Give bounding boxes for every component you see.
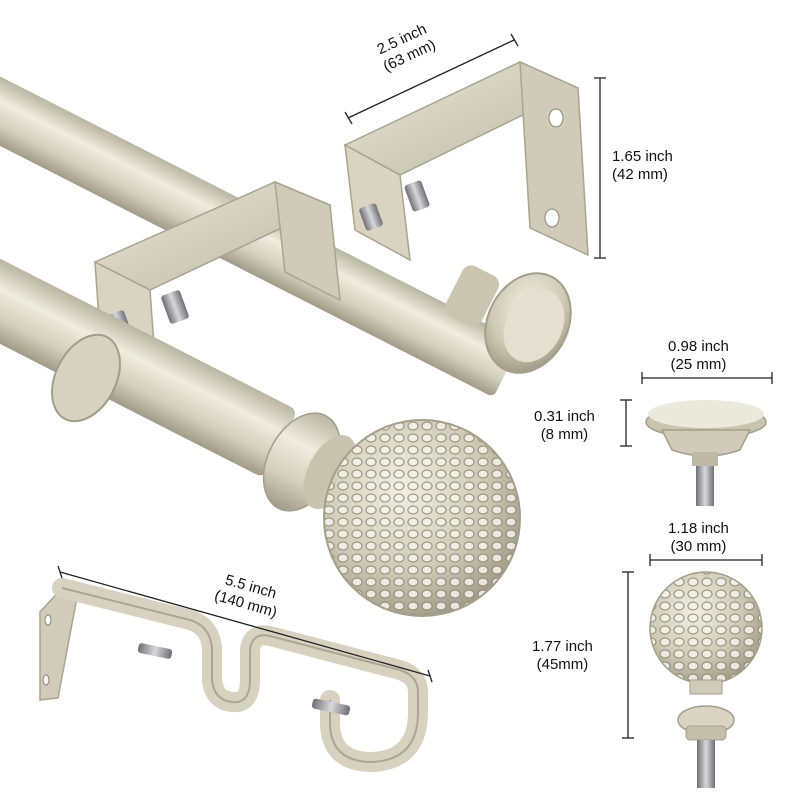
dimension-mm: (8 mm) — [540, 426, 589, 443]
dimension-inch: 1.77 inch — [532, 638, 593, 655]
dimension-mm: (30 mm) — [670, 538, 727, 555]
dimension-inch: 1.65 inch — [612, 148, 673, 165]
dimension-inch: 0.31 inch — [534, 408, 595, 425]
double-bracket — [39, 578, 428, 772]
dimension-inch: 0.98 inch — [668, 338, 729, 355]
dimension-mm: (45mm) — [536, 656, 589, 673]
front-rod-ball-finial — [262, 412, 521, 617]
dimension-lines — [57, 33, 773, 739]
dimension-mm: (25 mm) — [670, 356, 727, 373]
back-rod-flat-finial — [444, 265, 572, 374]
ball-finial — [649, 571, 763, 788]
bracket — [93, 60, 589, 362]
double-curtain-rod — [0, 60, 589, 617]
dimension-label-ball-finial-width: 1.18 inch (30 mm) — [668, 520, 729, 556]
flat-finial — [645, 400, 767, 506]
dimension-inch: 1.18 inch — [668, 520, 729, 537]
dimension-label-flat-finial-height: 0.31 inch (8 mm) — [534, 408, 595, 444]
screw-icon — [137, 643, 351, 716]
dimension-label-bracket-height: 1.65 inch (42 mm) — [612, 148, 673, 184]
dimension-mm: (42 mm) — [612, 166, 668, 183]
dimension-label-ball-finial-height: 1.77 inch (45mm) — [532, 638, 593, 674]
dimension-label-flat-finial-width: 0.98 inch (25 mm) — [668, 338, 729, 374]
